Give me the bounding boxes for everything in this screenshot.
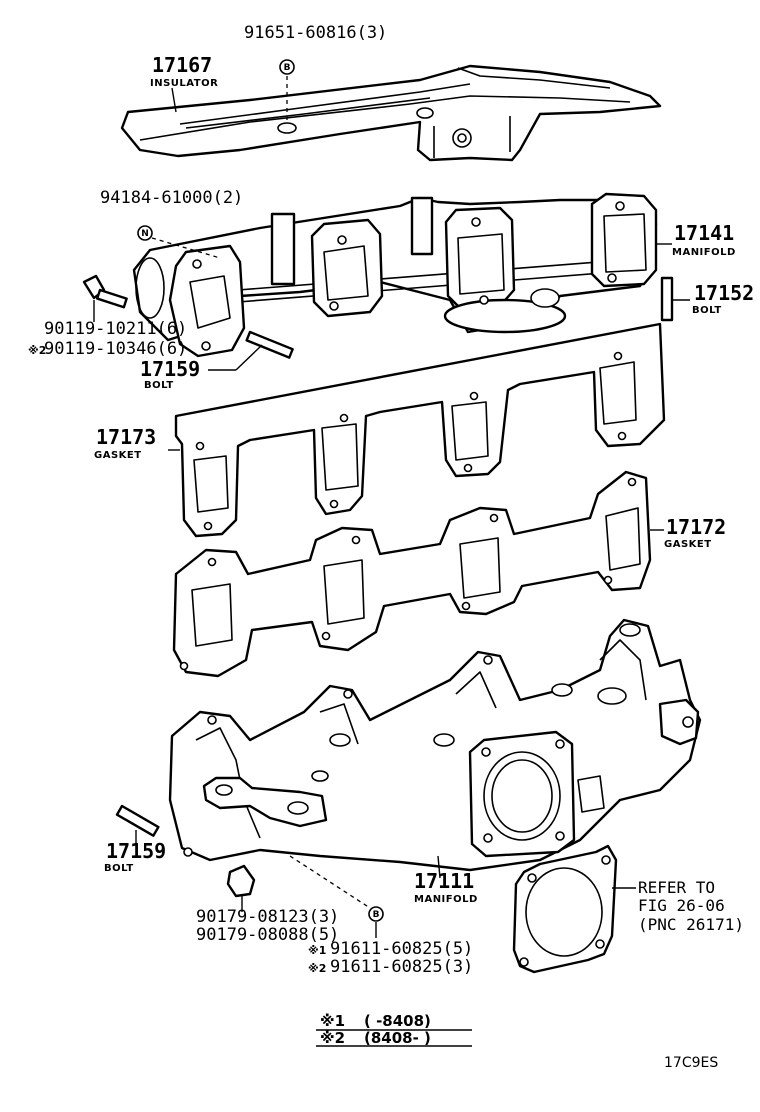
part-name-gasket-17173: GASKET (94, 450, 142, 461)
figure-code: 17C9ES (664, 1055, 718, 1071)
part-number-94184: 94184-61000(2) (100, 188, 243, 208)
legend-range-1: ( -8408) (364, 1012, 431, 1030)
legend-mark-1: ※1 (320, 1012, 345, 1030)
mark-91611-b: ※2 (308, 962, 326, 975)
part-name-bolt-17159-lower: BOLT (104, 863, 134, 874)
nut-marker-symbol: N (141, 229, 149, 239)
part-name-gasket-17172: GASKET (664, 539, 712, 550)
legend-range-2: (8408- ) (364, 1029, 431, 1047)
part-number-17172: 17172 (666, 515, 726, 539)
part-name-insulator: INSULATOR (150, 78, 218, 89)
nut-90179-drawing (226, 864, 256, 912)
leader-lines (168, 87, 672, 1047)
part-name-manifold-lower: MANIFOLD (414, 894, 478, 905)
part-number-90179-b: 90179-08088(5) (196, 925, 339, 945)
bolt-91651-drawing: B (279, 59, 295, 124)
mark-90119-b: ※2 (28, 344, 46, 357)
manifold-upper-drawing (132, 192, 658, 358)
part-number-17141: 17141 (674, 221, 734, 245)
part-number-17159-lower: 17159 (106, 839, 166, 863)
stud-17152-drawing (660, 276, 690, 322)
reference-line-3: (PNC 26171) (638, 915, 744, 934)
stud-17159-lower-drawing (115, 804, 160, 846)
part-number-91611-a: 91611-60825(5) (330, 939, 473, 959)
stud-17159-upper-drawing (208, 330, 294, 371)
part-number-17159-upper: 17159 (140, 357, 200, 381)
part-number-90119-b: 90119-10346(6) (44, 339, 187, 359)
part-number-17173: 17173 (96, 425, 156, 449)
legend-mark-2: ※2 (320, 1029, 345, 1047)
part-number-17111: 17111 (414, 869, 474, 893)
mark-91611-a: ※1 (308, 944, 326, 957)
part-number-91611-b: 91611-60825(3) (330, 957, 473, 977)
flange-gasket-drawing (512, 844, 618, 974)
insulator-drawing (120, 64, 662, 162)
manifold-lower-drawing (168, 618, 702, 872)
bolt-marker-symbol: B (284, 63, 291, 73)
part-number-17152: 17152 (694, 281, 754, 305)
svg-text:B: B (373, 910, 380, 920)
labels: 91651-60816(3) 17167 INSULATOR 94184-610… (28, 23, 754, 1071)
gasket-17172-drawing (172, 470, 652, 678)
gasket-17173-drawing (174, 322, 666, 538)
reference-line-2: FIG 26-06 (638, 896, 725, 915)
reference-line-1: REFER TO (638, 878, 715, 897)
bolt-91611-drawing: B (289, 855, 384, 938)
nut-94184-drawing: N (137, 225, 221, 259)
part-number-17167: 17167 (152, 53, 212, 77)
bolt-90119-drawing (82, 274, 128, 322)
part-number-90179-a: 90179-08123(3) (196, 907, 339, 927)
part-name-manifold-upper: MANIFOLD (672, 247, 736, 258)
part-name-bolt-17159-upper: BOLT (144, 380, 174, 391)
part-number-91651: 91651-60816(3) (244, 23, 387, 43)
part-number-90119-a: 90119-10211(6) (44, 319, 187, 339)
part-name-bolt-17152: BOLT (692, 305, 722, 316)
